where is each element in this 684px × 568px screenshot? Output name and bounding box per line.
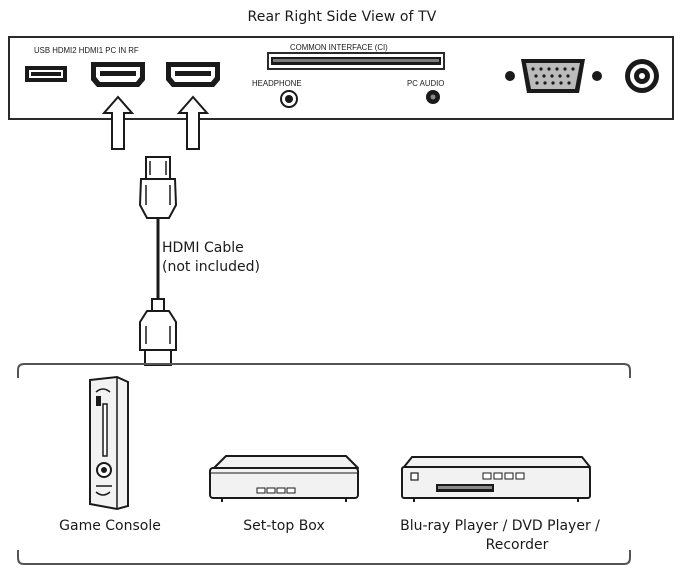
- hdmi-cable-label-line1: HDMI Cable: [162, 240, 244, 256]
- headphone-label: HEADPHONE: [252, 78, 302, 88]
- hdmi1-port-icon: [166, 62, 220, 87]
- rf-port-icon: [625, 59, 659, 93]
- pc-audio-label: PC AUDIO: [407, 78, 445, 88]
- common-interface-label: COMMON INTERFACE (CI): [290, 42, 388, 52]
- game-console-icon: [89, 375, 129, 511]
- device-group-bracket-top: [17, 363, 631, 378]
- headphone-jack-icon: [280, 90, 298, 108]
- set-top-box-label: Set-top Box: [243, 518, 325, 534]
- blu-ray-player-icon: [401, 456, 591, 502]
- pc-audio-jack-icon: [426, 90, 440, 104]
- hdmi-plug-top-icon: [138, 156, 178, 219]
- device-group-bracket-bottom: [17, 550, 631, 565]
- blu-ray-player-label: Blu-ray Player / DVD Player / Recorder: [380, 517, 620, 555]
- hdmi-cable-label-line2: (not included): [162, 259, 260, 275]
- game-console-label: Game Console: [59, 518, 161, 534]
- port-labels-left: USB HDMI2 HDMI1 PC IN RF: [34, 45, 139, 55]
- arrow-up-icon: [176, 95, 210, 150]
- hdmi-plug-bottom-icon: [139, 298, 177, 366]
- ci-slot-icon: [267, 52, 445, 70]
- blu-ray-player-label-line1: Blu-ray Player / DVD Player /: [400, 518, 600, 534]
- hdmi2-port-icon: [91, 62, 145, 87]
- vga-port-icon: [505, 59, 602, 93]
- diagram-title: Rear Right Side View of TV: [247, 9, 437, 25]
- hdmi-cable-label: HDMI Cable (not included): [162, 239, 260, 277]
- arrow-up-icon: [101, 95, 135, 150]
- blu-ray-player-label-line2: Recorder: [485, 537, 549, 553]
- usb-port-icon: [25, 66, 67, 82]
- set-top-box-icon: [209, 455, 359, 502]
